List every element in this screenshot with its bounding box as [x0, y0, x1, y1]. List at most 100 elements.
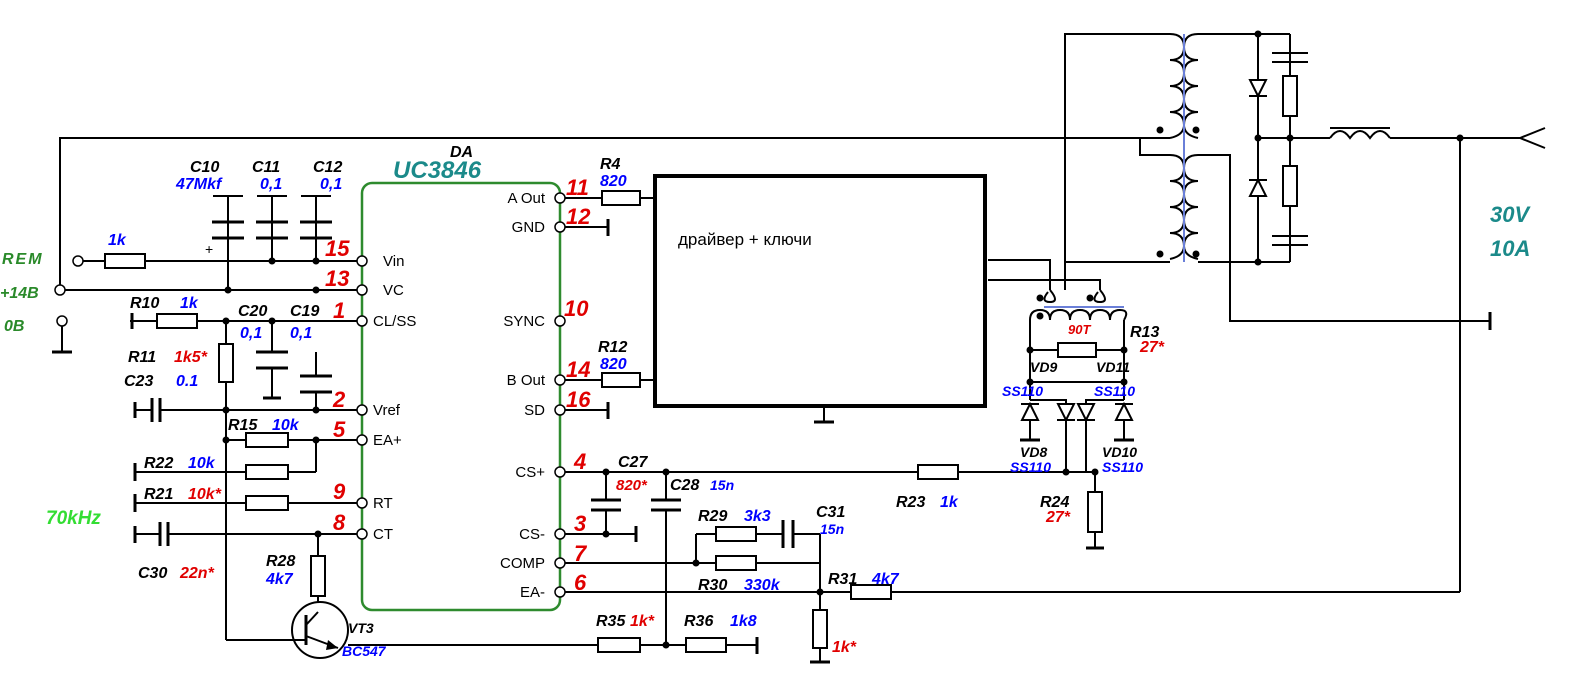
- resistor-r15: [245, 432, 289, 448]
- pin-name-cs-plus: CS+: [515, 464, 545, 481]
- r36-value: 1k8: [730, 613, 757, 630]
- pin-number-9: 9: [333, 479, 346, 504]
- input-label-0v: 0В: [4, 318, 24, 335]
- pin-name-gnd: GND: [512, 219, 546, 236]
- output-current: 10A: [1490, 236, 1530, 261]
- resistor-r31: [850, 584, 892, 600]
- pin-name-vin: Vin: [383, 253, 404, 270]
- resistor-r29: [715, 526, 757, 542]
- resistor-r4: [601, 190, 641, 206]
- vd9-ref: VD9: [1030, 359, 1057, 375]
- c19-value: 0,1: [290, 325, 312, 342]
- r31-value: 4k7: [871, 571, 900, 588]
- c12-value: 0,1: [320, 176, 342, 193]
- vt3-value: BC547: [342, 643, 387, 659]
- c23-ref: C23: [124, 373, 153, 390]
- pin-number-3: 3: [574, 511, 586, 536]
- pin-name-b-out: B Out: [507, 372, 546, 389]
- ct-turns: 90T: [1068, 322, 1091, 337]
- c19-ref: C19: [290, 303, 319, 320]
- r11-ref: R11: [128, 349, 156, 366]
- frequency-label: 70kHz: [46, 508, 101, 529]
- resistor-r36: [685, 637, 727, 653]
- vd11-value: SS110: [1094, 383, 1135, 399]
- vd8-value: SS110: [1010, 459, 1051, 475]
- resistor-r11: [218, 343, 234, 383]
- resistor-r13: [1057, 342, 1097, 358]
- ground-symbols: [52, 219, 1492, 664]
- pin-name-ea-plus: EA+: [373, 432, 402, 449]
- r12-value: 820: [600, 356, 627, 373]
- pin-number-12: 12: [566, 204, 591, 229]
- pin-name-vc: VC: [383, 282, 404, 299]
- c27-value: 820*: [616, 477, 648, 494]
- resistor-r12: [601, 372, 641, 388]
- r29-ref: R29: [698, 508, 727, 525]
- vd10-value: SS110: [1102, 459, 1143, 475]
- r13-value: 27*: [1139, 339, 1165, 356]
- power-transformer: [1169, 33, 1391, 262]
- diodes: [1020, 79, 1268, 423]
- pin-name-clss: CL/SS: [373, 313, 416, 330]
- input-label-rem: REM: [2, 251, 44, 268]
- r22-value: 10k: [188, 455, 216, 472]
- pin-name-ct: CT: [373, 526, 393, 543]
- c10-value: 47Mkf: [175, 176, 223, 193]
- c30-ref: C30: [138, 565, 167, 582]
- r24-value: 27*: [1045, 509, 1071, 526]
- r-rem-value: 1k: [108, 232, 127, 249]
- c27-ref: C27: [618, 454, 648, 471]
- pin-name-sd: SD: [524, 402, 545, 419]
- c20-value: 0,1: [240, 325, 262, 342]
- r4-value: 820: [600, 173, 627, 190]
- pin-name-rt: RT: [373, 495, 393, 512]
- pin-number-6: 6: [574, 570, 587, 595]
- driver-block: [653, 174, 987, 408]
- driver-label: драйвер + ключи: [678, 230, 812, 249]
- r28-value: 4k7: [265, 571, 294, 588]
- output-voltage: 30V: [1490, 202, 1531, 227]
- r23-ref: R23: [896, 494, 925, 511]
- resistor-r28: [310, 555, 326, 597]
- pin-number-7: 7: [574, 541, 588, 566]
- svg-text:+: +: [205, 241, 213, 257]
- pin-number-11: 11: [566, 175, 589, 200]
- r21-ref: R21: [144, 486, 173, 503]
- r13-ref: R13: [1130, 324, 1159, 341]
- c11-ref: C11: [252, 159, 280, 176]
- vt3-ref: VT3: [348, 620, 374, 636]
- r31-ref: R31: [828, 571, 857, 588]
- pin-name-ea-minus: EA-: [520, 584, 545, 601]
- r22-ref: R22: [144, 455, 173, 472]
- resistor-snubber-bottom: [1282, 165, 1298, 207]
- c11-value: 0,1: [260, 176, 282, 193]
- pin-number-8: 8: [333, 510, 346, 535]
- pin-name-sync: SYNC: [503, 313, 545, 330]
- resistors: [104, 75, 1298, 653]
- pin-number-13: 13: [325, 266, 349, 291]
- resistor-rem: [104, 253, 146, 269]
- pin-number-4: 4: [573, 449, 586, 474]
- ic-pin-markers: [54, 192, 566, 598]
- pin-number-2: 2: [332, 387, 346, 412]
- vd9-value: SS110: [1002, 383, 1043, 399]
- pin-number-14: 14: [566, 357, 590, 382]
- c20-ref: C20: [238, 303, 267, 320]
- resistor-r24: [1087, 491, 1103, 533]
- c31-value: 15n: [820, 521, 844, 537]
- c12-ref: C12: [313, 159, 342, 176]
- r30-ref: R30: [698, 577, 727, 594]
- r30-value: 330k: [744, 577, 781, 594]
- r36-ref: R36: [684, 613, 713, 630]
- pin-number-1: 1: [333, 298, 345, 323]
- resistor-snubber-top: [1282, 75, 1298, 117]
- r35-ref: R35: [596, 613, 626, 630]
- ic-part-number: UC3846: [393, 157, 482, 184]
- pin-number-16: 16: [566, 387, 591, 412]
- c10-ref: C10: [190, 159, 219, 176]
- pin-name-vref: Vref: [373, 402, 401, 419]
- pin-number-5: 5: [333, 417, 346, 442]
- r-low-value: 1k*: [832, 639, 857, 656]
